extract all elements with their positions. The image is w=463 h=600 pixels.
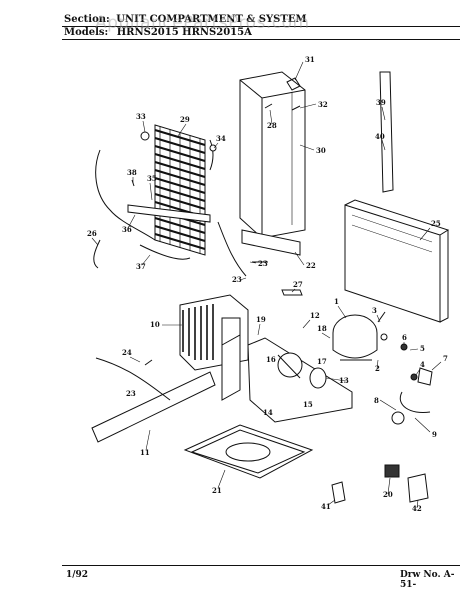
vertical-bracket: [221, 334, 241, 401]
section-heading: Section: UNIT COMPARTMENT & SYSTEM: [64, 14, 307, 25]
callout-22: 22: [306, 261, 316, 270]
callout-40: 39: [376, 98, 386, 107]
leader-lines: [91, 61, 442, 509]
callout-27: 26: [87, 229, 97, 238]
models-heading: Models: HRNS2015 HRNS2015A: [64, 27, 252, 38]
callout-11: 11: [140, 448, 150, 457]
callout-35: 34: [216, 134, 226, 143]
callout-33: 32: [318, 100, 328, 109]
callout-5: 5: [420, 344, 425, 353]
callout-41: 40: [375, 132, 385, 141]
callout-42: 41: [321, 502, 331, 511]
condenser-coil: [93, 124, 214, 269]
callout-39: 38: [127, 168, 137, 177]
callout-28: 27: [293, 280, 303, 289]
drain-pan: [183, 424, 314, 479]
callout-43: 42: [412, 504, 422, 513]
callout-1: 1: [334, 297, 339, 306]
cabinet-side-panel: [239, 71, 306, 256]
callout-3: 3: [372, 306, 377, 315]
header-rule-bottom: [62, 39, 460, 40]
callout-6: 6: [402, 333, 407, 342]
section-value: UNIT COMPARTMENT & SYSTEM: [116, 14, 307, 25]
callout-12: 12: [310, 311, 320, 320]
callout-32: 31: [305, 55, 315, 64]
callout-23-lower: 23: [126, 389, 136, 398]
callout-34: 33: [136, 112, 146, 121]
callout-37: 36: [122, 225, 132, 234]
callout-26: 25: [431, 219, 441, 228]
callout-19: 19: [256, 315, 266, 324]
callout-20: 20: [383, 490, 393, 499]
callout-4: 4: [420, 360, 425, 369]
base-rail: [91, 357, 216, 443]
callout-9: 9: [432, 430, 437, 439]
fan-motor-bracket: [247, 337, 353, 423]
callout-numbers: 31 32 28 30 39 40 33 29 34 38 35 36 26 3…: [87, 55, 448, 513]
callout-2: 2: [375, 364, 380, 373]
callout-23: 23: [232, 275, 242, 284]
section-label: Section:: [64, 14, 110, 25]
small-parts: [131, 131, 433, 504]
callout-8: 8: [374, 396, 379, 405]
callout-17: 17: [317, 357, 327, 366]
drawing-number: Drw No. A-51-: [400, 570, 455, 590]
callout-25: 24: [122, 348, 132, 357]
callout-10: 10: [150, 320, 160, 329]
callout-16: 16: [266, 355, 276, 364]
callout-30: 29: [180, 115, 190, 124]
models-value: HRNS2015 HRNS2015A: [116, 27, 252, 38]
models-label: Models:: [64, 27, 109, 38]
callout-14: 14: [263, 408, 273, 417]
drawing-date: 1/92: [66, 570, 89, 580]
header-rule-top: [62, 26, 460, 27]
callout-36: 35: [147, 174, 157, 183]
rear-cover-panel: [344, 199, 450, 323]
callout-18: 18: [317, 324, 327, 333]
watermark: AppliancePartsPros.com: [95, 13, 310, 33]
callout-15: 15: [303, 400, 313, 409]
callout-38: 37: [136, 262, 146, 271]
callout-24: 23: [258, 259, 268, 268]
callout-7: 7: [443, 354, 448, 363]
callout-29: 28: [267, 121, 277, 130]
callout-21: 21: [212, 486, 222, 495]
footer-rule: [62, 565, 460, 566]
compressor: [332, 311, 386, 361]
callout-31: 30: [316, 146, 326, 155]
drain-tube: [379, 71, 394, 193]
